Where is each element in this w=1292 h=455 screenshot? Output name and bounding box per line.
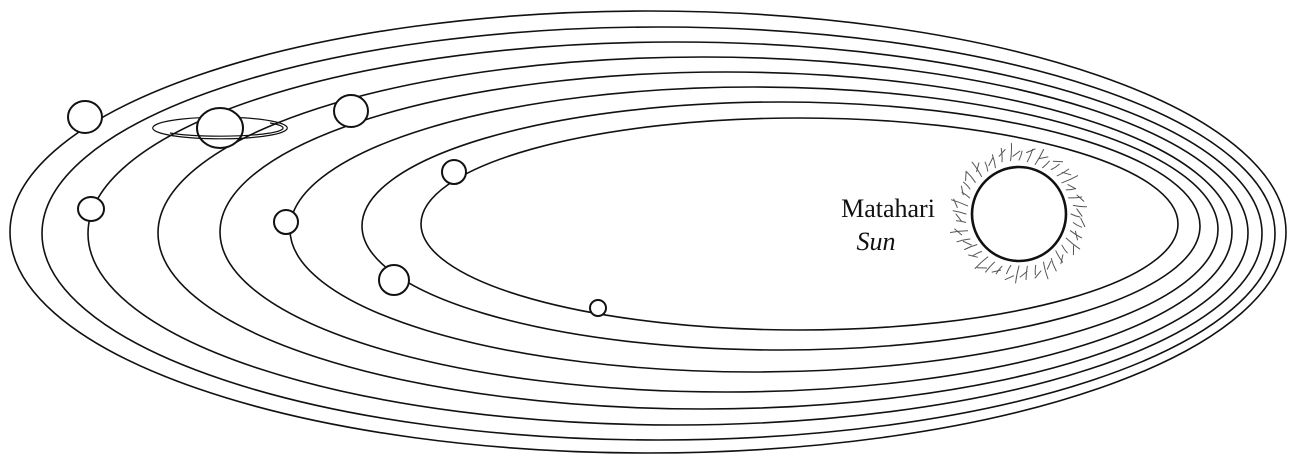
- sun-label: Matahari: [841, 194, 935, 223]
- sun: [951, 143, 1087, 283]
- orbit-6: [88, 42, 1262, 425]
- planet-body: [442, 160, 466, 184]
- planet-7: [78, 197, 104, 221]
- orbit-5: [158, 57, 1248, 409]
- orbit-2: [362, 102, 1200, 350]
- planet-body: [78, 197, 104, 221]
- planet-1: [590, 300, 606, 316]
- orbits: [10, 11, 1286, 453]
- planet-8: [68, 101, 102, 133]
- planet-body: [334, 95, 368, 127]
- orbit-8: [10, 11, 1286, 453]
- orbit-7: [42, 27, 1275, 440]
- sun-label-english: Sun: [857, 227, 896, 256]
- planet-body: [379, 265, 409, 295]
- planet-5: [334, 95, 368, 127]
- planet-body: [197, 108, 243, 148]
- planet-body: [274, 210, 298, 234]
- planet-body: [590, 300, 606, 316]
- planet-body: [68, 101, 102, 133]
- planet-3: [379, 265, 409, 295]
- sun-disc: [972, 167, 1066, 261]
- planet-2: [442, 160, 466, 184]
- planet-4: [274, 210, 298, 234]
